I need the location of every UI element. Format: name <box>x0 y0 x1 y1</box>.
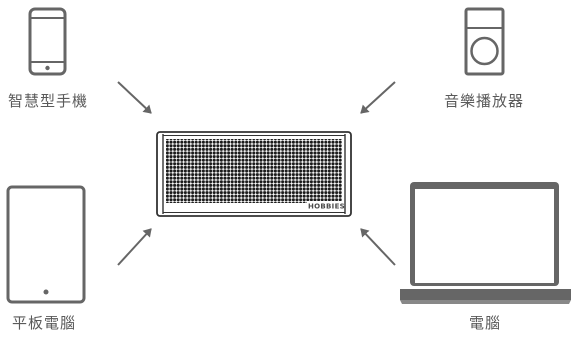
smartphone-icon <box>30 9 65 74</box>
arrow-tablet-to-speaker <box>118 229 151 265</box>
speaker-icon: HOBBIES <box>157 132 351 216</box>
arrow-smartphone-to-speaker <box>118 82 151 113</box>
smartphone-label: 智慧型手機 <box>5 90 91 111</box>
tablet-label: 平板電腦 <box>4 312 84 333</box>
speaker-brand: HOBBIES <box>308 203 345 211</box>
arrow-music-player-to-speaker <box>361 82 395 113</box>
music-player-icon <box>466 9 503 74</box>
tablet-icon <box>8 187 84 302</box>
arrow-laptop-to-speaker <box>361 229 395 265</box>
music-player-label: 音樂播放器 <box>441 90 527 111</box>
laptop-icon <box>400 182 571 304</box>
laptop-label: 電腦 <box>460 312 510 333</box>
